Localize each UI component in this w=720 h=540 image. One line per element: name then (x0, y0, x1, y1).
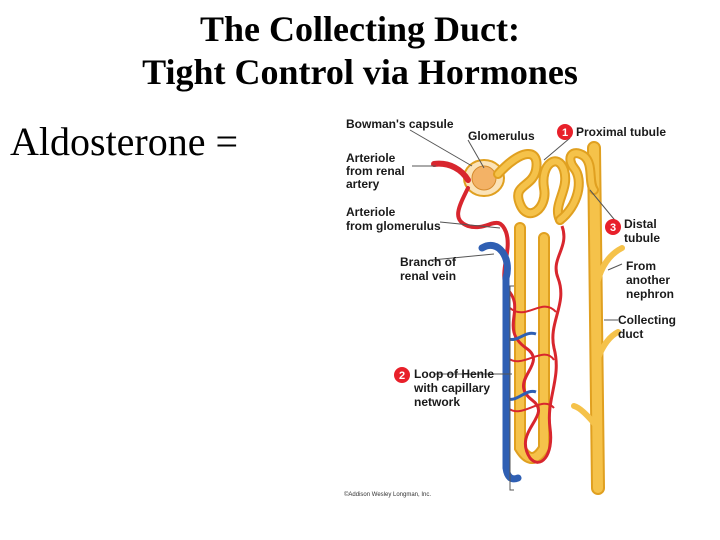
label-from-another-1: From (626, 259, 656, 273)
nephron-diagram: Bowman's capsule Glomerulus Proximal tub… (344, 117, 676, 498)
label-from-another-2: another (626, 273, 670, 287)
marker-1-number: 1 (562, 127, 568, 139)
label-arteriole-renal-3: artery (346, 177, 380, 191)
aldosterone-bullet: Aldosterone = (10, 119, 239, 164)
glomerulus (471, 165, 497, 191)
marker-3 (605, 219, 621, 235)
marker-3-number: 3 (610, 222, 616, 234)
nephron-figure: Bowman's capsule Glomerulus Proximal tub… (322, 108, 710, 508)
label-loop-3: network (414, 395, 460, 409)
collecting-branch (571, 245, 625, 431)
capillary-network (504, 225, 566, 464)
label-proximal-tubule: Proximal tubule (576, 125, 666, 139)
label-distal-1: Distal (624, 217, 657, 231)
leader-lines (409, 129, 623, 375)
label-arteriole-renal-2: from renal (346, 164, 405, 178)
renal-vein-branch (478, 241, 522, 483)
label-arteriole-glomerulus-1: Arteriole (346, 205, 396, 219)
title-line-2: Tight Control via Hormones (142, 52, 578, 92)
title-line-1: The Collecting Duct: (200, 9, 520, 49)
label-distal-2: tubule (624, 231, 660, 245)
marker-1 (557, 124, 573, 140)
label-branch-2: renal vein (400, 269, 456, 283)
label-arteriole-renal-1: Arteriole (346, 151, 396, 165)
label-from-another-3: nephron (626, 287, 674, 301)
label-loop-1: Loop of Henle (414, 367, 494, 381)
efferent-arteriole (456, 186, 510, 290)
marker-2 (394, 367, 410, 383)
label-loop-2: with capillary (413, 381, 490, 395)
marker-2-number: 2 (399, 370, 405, 382)
label-arteriole-glomerulus-2: from glomerulus (346, 219, 441, 233)
label-bowmans-capsule: Bowman's capsule (346, 117, 454, 131)
copyright-notice: ©Addison Wesley Longman, Inc. (344, 491, 431, 498)
loop-bracket (509, 285, 514, 491)
label-collecting-2: duct (618, 327, 643, 341)
label-branch-1: Branch of (400, 255, 457, 269)
label-collecting-1: Collecting (618, 313, 676, 327)
slide-title: The Collecting Duct: Tight Control via H… (0, 8, 720, 94)
label-glomerulus: Glomerulus (468, 129, 535, 143)
afferent-arteriole (431, 160, 471, 183)
